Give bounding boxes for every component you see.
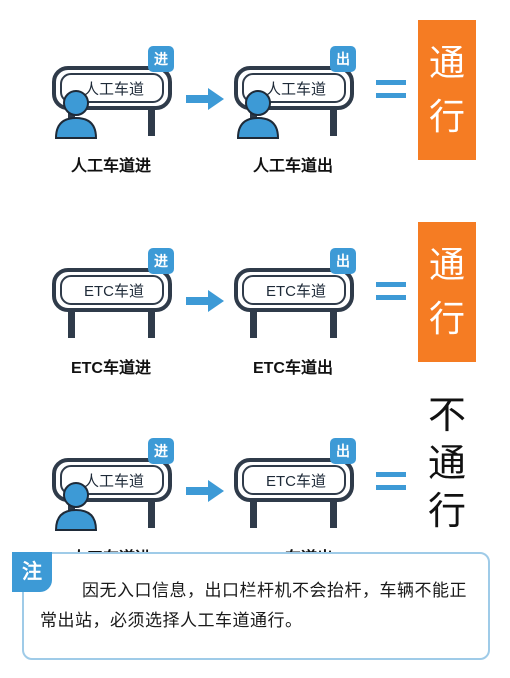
arrow-right-icon xyxy=(186,88,224,110)
toll-gate-icon xyxy=(52,268,172,338)
arrow xyxy=(186,88,224,115)
exit-caption: 人工车道出 xyxy=(252,158,333,175)
entry-gate xyxy=(50,248,180,340)
equals-sign xyxy=(376,472,406,497)
entry-gate-sign: 人工车道 xyxy=(83,81,144,98)
arrow-right-icon xyxy=(186,480,224,502)
note-badge: 注 xyxy=(12,552,52,592)
arrow-right-icon xyxy=(186,290,224,312)
entry-person xyxy=(54,480,98,537)
result-char: 通 xyxy=(427,443,466,485)
result-char: 行 xyxy=(428,96,465,137)
equals-icon xyxy=(376,472,406,490)
result-char: 行 xyxy=(427,491,466,533)
note-text: 因无入口信息，出口栏杆机不会抬杆，车辆不能正常出站，必须选择人工车道通行。 xyxy=(40,581,467,630)
exit-gate-sign: ETC车道 xyxy=(265,473,326,490)
equals-sign xyxy=(376,80,406,105)
exit-person xyxy=(236,88,280,145)
equals-sign xyxy=(376,282,406,307)
exit-gate xyxy=(232,438,362,530)
result-char: 通 xyxy=(428,244,465,285)
entry-gate-sign: ETC车道 xyxy=(83,283,144,300)
person-icon xyxy=(236,90,280,139)
entry-tag: 进 xyxy=(148,438,174,464)
exit-tag: 出 xyxy=(330,248,356,274)
entry-person xyxy=(54,88,98,145)
result-fail: 不通行 xyxy=(418,392,476,536)
lane-row-1: 人工车道进人工车道进人工车道出人工车道出通行 xyxy=(0,18,510,198)
arrow xyxy=(186,480,224,507)
equals-icon xyxy=(376,80,406,98)
note-box xyxy=(22,552,490,660)
result-char: 行 xyxy=(428,298,465,339)
entry-tag: 进 xyxy=(148,248,174,274)
entry-gate-sign: 人工车道 xyxy=(83,473,144,490)
entry-tag: 进 xyxy=(148,46,174,72)
arrow xyxy=(186,290,224,317)
result-char: 通 xyxy=(428,42,465,83)
exit-tag: 出 xyxy=(330,438,356,464)
entry-caption: 人工车道进 xyxy=(70,158,151,175)
exit-gate-sign: ETC车道 xyxy=(265,283,326,300)
entry-caption: ETC车道进 xyxy=(70,360,151,377)
exit-gate-sign: 人工车道 xyxy=(265,81,326,98)
person-icon xyxy=(54,482,98,531)
person-icon xyxy=(54,90,98,139)
result-char: 不 xyxy=(427,395,466,437)
exit-tag: 出 xyxy=(330,46,356,72)
exit-caption: ETC车道出 xyxy=(252,360,333,377)
equals-icon xyxy=(376,282,406,300)
toll-gate-icon xyxy=(234,268,354,338)
exit-gate xyxy=(232,248,362,340)
result-pass: 通行 xyxy=(418,20,476,160)
result-pass: 通行 xyxy=(418,222,476,362)
toll-gate-icon xyxy=(234,458,354,528)
